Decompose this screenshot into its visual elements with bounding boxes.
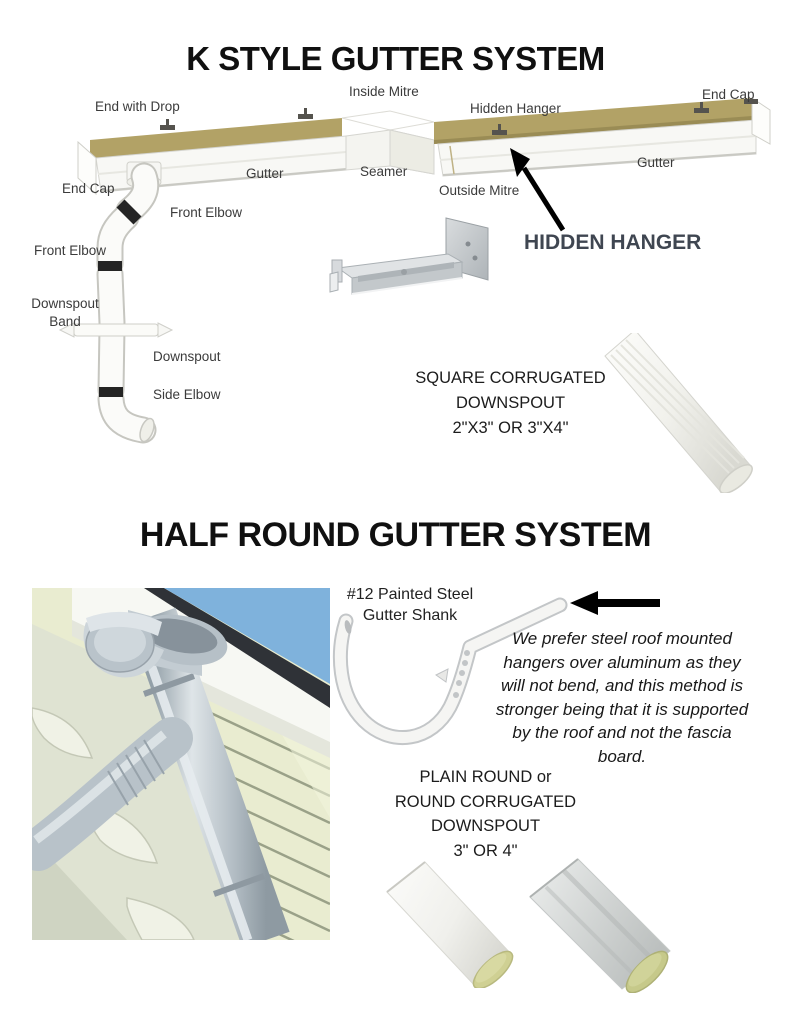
half-round-title: HALF ROUND GUTTER SYSTEM bbox=[139, 516, 652, 554]
round-corrugated-downspout-image bbox=[529, 858, 671, 993]
label-side-elbow: Side Elbow bbox=[153, 387, 221, 402]
hanger-preference-note: We prefer steel roof mounted hangers ove… bbox=[462, 627, 782, 768]
label-outside-mitre: Outside Mitre bbox=[439, 183, 520, 198]
note-line: stronger being that it is supported bbox=[495, 699, 749, 719]
label-gutter-right: Gutter bbox=[637, 155, 675, 170]
round-downspout-caption: PLAIN ROUND or ROUND CORRUGATED DOWNSPOU… bbox=[378, 765, 593, 863]
gutter-shank-image bbox=[332, 597, 568, 745]
square-downspout-caption: SQUARE CORRUGATED DOWNSPOUT 2"X3" OR 3"X… bbox=[398, 366, 623, 441]
label-front-elbow-right: Front Elbow bbox=[170, 205, 243, 220]
label-end-cap-left: End Cap bbox=[62, 181, 115, 196]
label-hidden-hanger: Hidden Hanger bbox=[470, 101, 561, 116]
label-seamer: Seamer bbox=[360, 164, 408, 179]
label-end-cap-right: End Cap bbox=[702, 87, 755, 102]
note-line: We prefer steel roof mounted bbox=[512, 629, 732, 648]
note-line: by the roof and not the fascia bbox=[512, 723, 732, 742]
label-downspout-band: Downspout Band bbox=[31, 296, 99, 329]
shank-label-line: #12 Painted Steel bbox=[346, 586, 474, 603]
note-line: hangers over aluminum as they bbox=[503, 652, 741, 672]
label-downspout: Downspout bbox=[153, 349, 221, 364]
hidden-hanger-image bbox=[329, 217, 489, 295]
caption-line: DOWNSPOUT bbox=[455, 394, 566, 412]
note-line: will not bend, and this method is bbox=[501, 676, 743, 695]
caption-line: SQUARE CORRUGATED bbox=[415, 369, 606, 387]
gutter-shank-label: #12 Painted Steel Gutter Shank bbox=[335, 584, 485, 626]
caption-line: ROUND CORRUGATED bbox=[394, 792, 577, 811]
caption-line: DOWNSPOUT bbox=[430, 817, 541, 835]
label-front-elbow-left: Front Elbow bbox=[34, 243, 107, 258]
caption-line: 2"X3" OR 3"X4" bbox=[452, 419, 569, 437]
arrow-up-left-icon bbox=[510, 148, 566, 232]
shank-label-line: Gutter Shank bbox=[362, 607, 458, 624]
square-downspout-image bbox=[604, 333, 753, 493]
arrow-left-icon bbox=[570, 591, 660, 615]
note-line: board. bbox=[597, 746, 647, 766]
hidden-hanger-callout: HIDDEN HANGER bbox=[524, 231, 702, 254]
label-inside-mitre: Inside Mitre bbox=[349, 84, 419, 99]
half-round-gutter-photo bbox=[32, 588, 330, 940]
label-end-with-drop: End with Drop bbox=[95, 99, 180, 114]
plain-round-downspout-image bbox=[386, 861, 514, 988]
caption-line: 3" OR 4" bbox=[453, 841, 518, 860]
k-style-title: K STYLE GUTTER SYSTEM bbox=[186, 40, 605, 77]
label-gutter-left: Gutter bbox=[246, 166, 284, 181]
caption-line: PLAIN ROUND or bbox=[419, 768, 552, 786]
